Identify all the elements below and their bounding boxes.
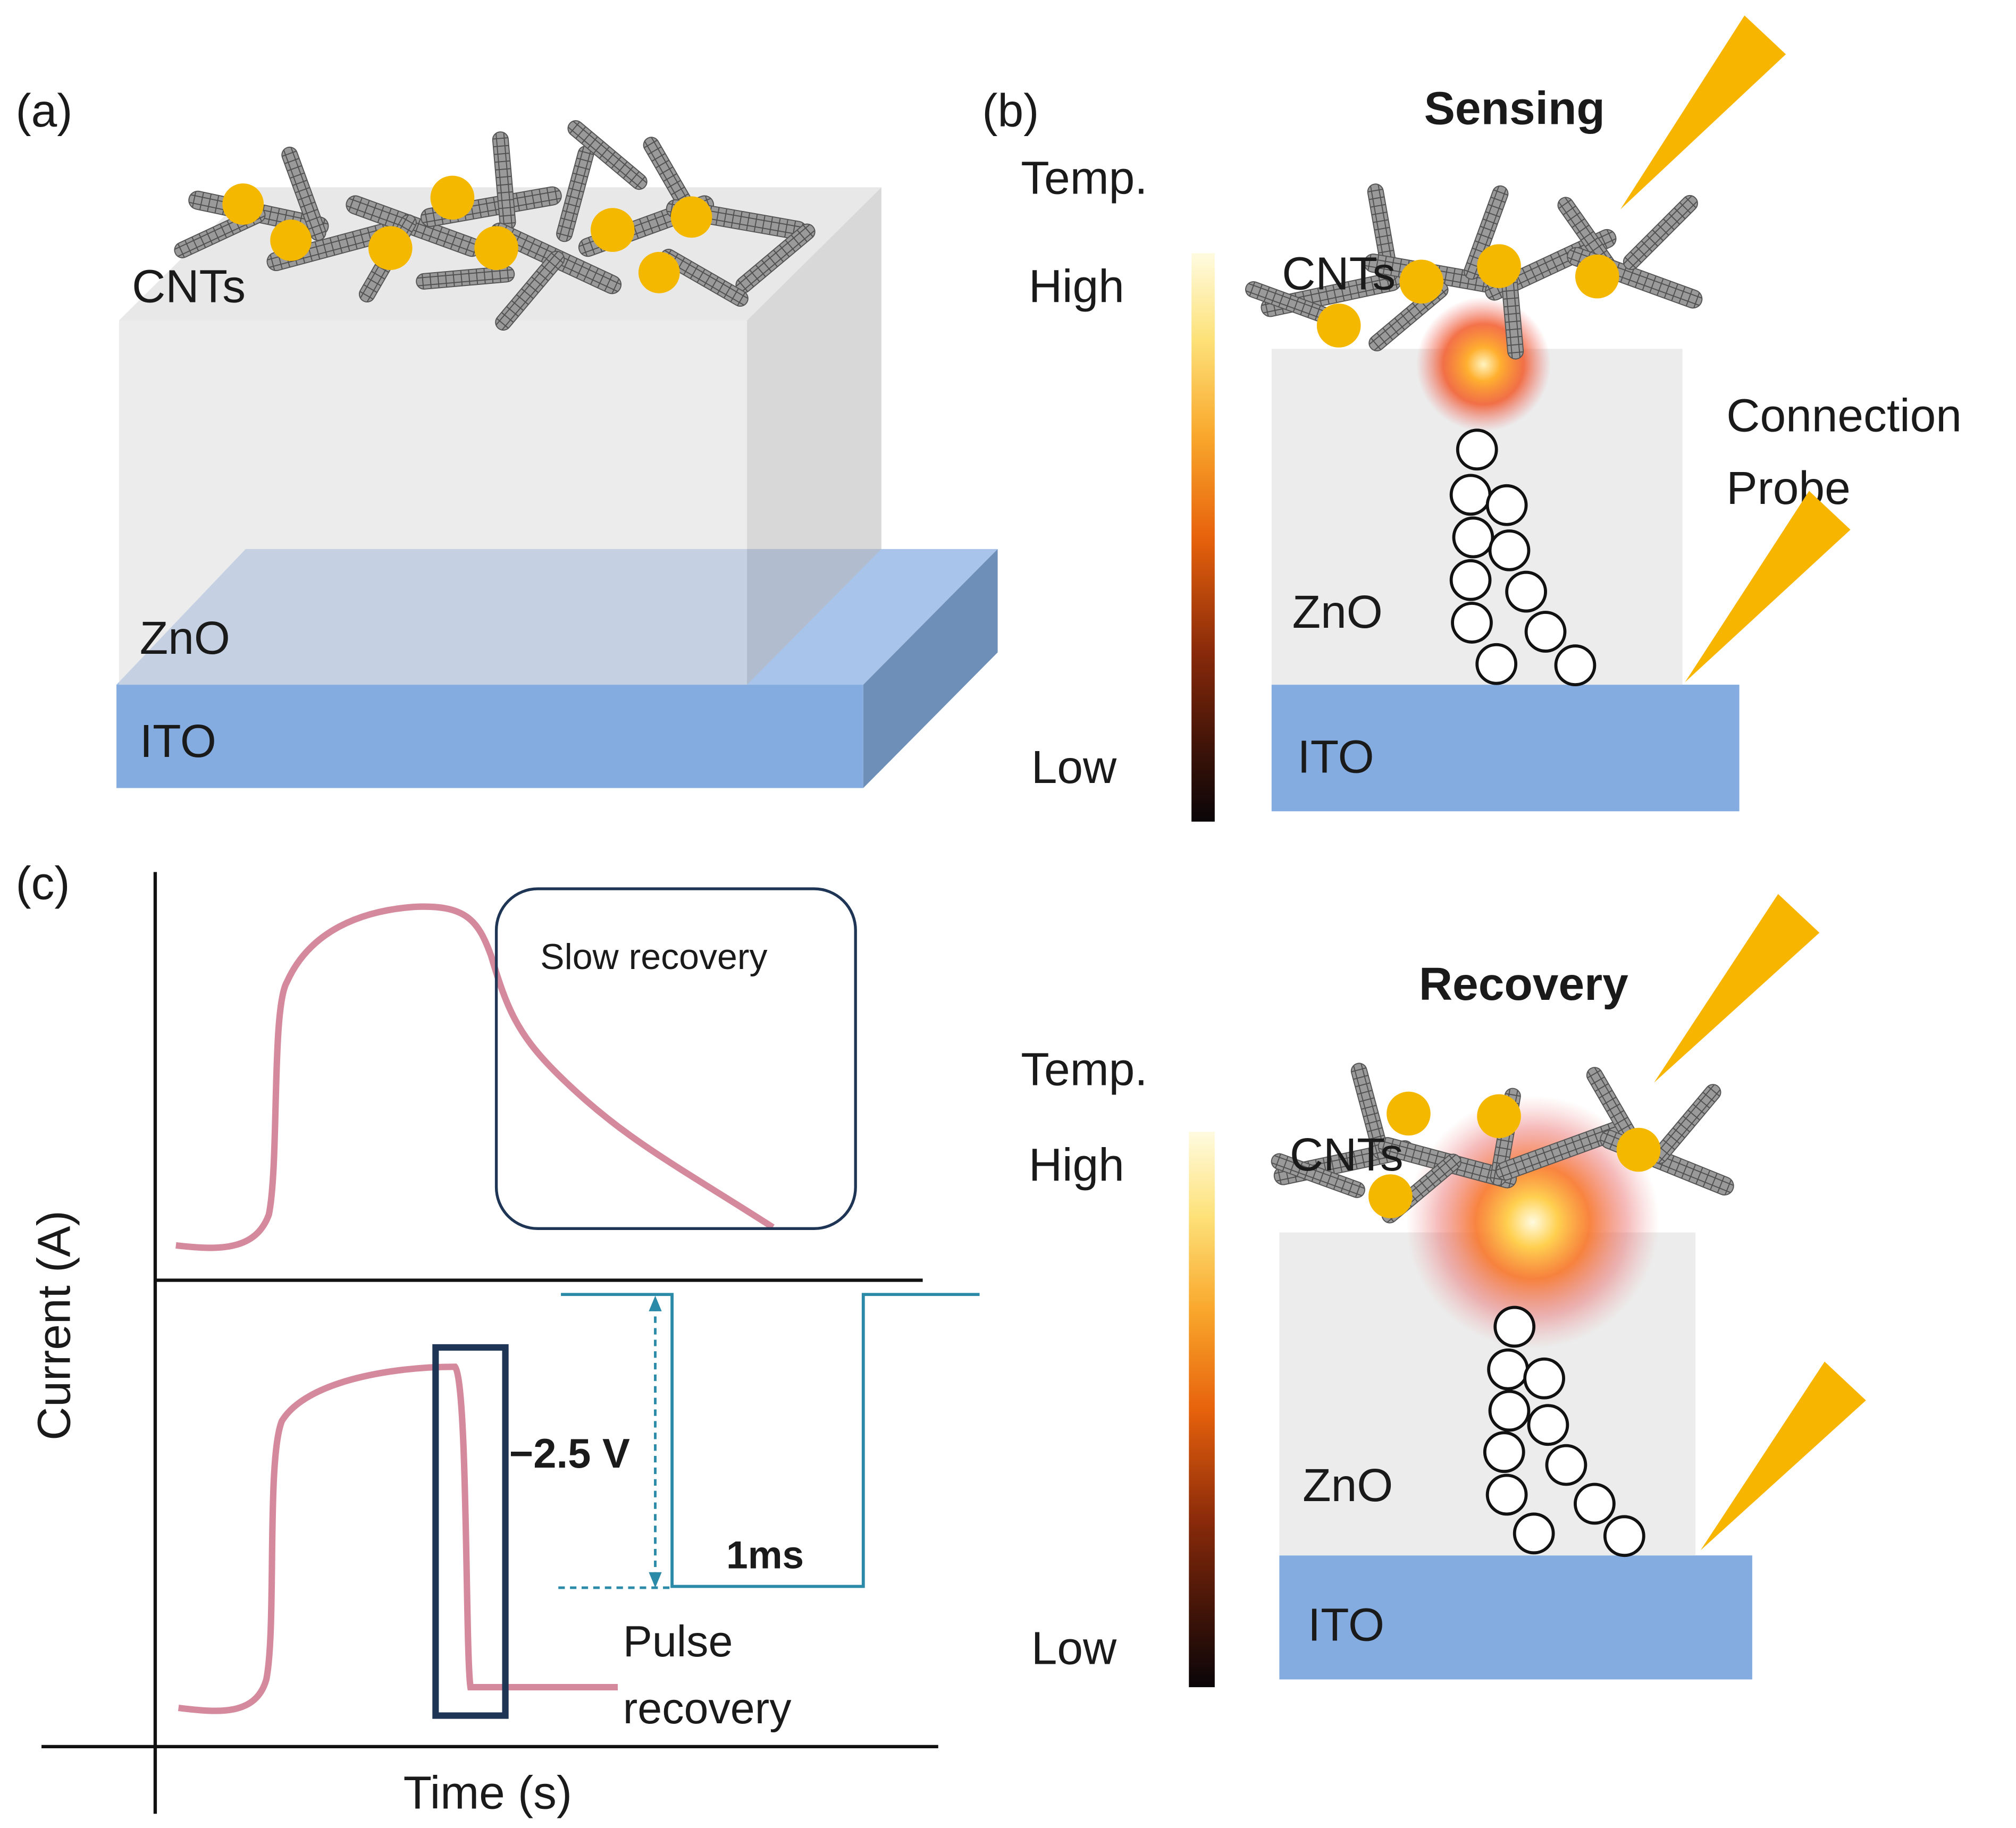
- panel-c-label: (c): [15, 857, 70, 909]
- panel-a-cnts-label: CNTs: [132, 260, 246, 313]
- recovery-low-label: Low: [1031, 1622, 1117, 1674]
- sensing-temp-label: Temp.: [1021, 152, 1147, 204]
- zno-side-face: [747, 187, 881, 685]
- pulse-arrow-head-top: [649, 1295, 662, 1311]
- sensing-temperature-colorbar: [1191, 253, 1215, 822]
- sensing-title: Sensing: [1424, 82, 1605, 134]
- pulse-recovery-current-curve: [178, 1363, 618, 1714]
- pulse-window-box: [432, 1344, 509, 1719]
- sensing-nanoparticles: [1316, 244, 1619, 348]
- probe-label-line2: Probe: [1726, 462, 1850, 514]
- ito-front-face: [116, 685, 863, 788]
- zno-front-face: [119, 320, 747, 685]
- sensing-ito-layer: [1271, 685, 1740, 812]
- pulse-recovery-label-line1: Pulse: [623, 1616, 733, 1666]
- recovery-top-probe: [1654, 894, 1820, 1083]
- recovery-ito-layer: [1279, 1555, 1752, 1680]
- recovery-zno-label: ZnO: [1303, 1459, 1393, 1511]
- recovery-title: Recovery: [1419, 958, 1628, 1010]
- recovery-ito-label: ITO: [1308, 1599, 1384, 1651]
- recovery-temperature-colorbar: [1189, 1132, 1215, 1688]
- panel-a-device: [116, 187, 998, 788]
- panel-c-axes: [41, 872, 938, 1814]
- slow-recovery-current-curve: [175, 903, 775, 1251]
- sensing-oxygen-vacancy-chain: [1449, 428, 1597, 687]
- voltage-pulse-waveform: [561, 1293, 980, 1588]
- pulse-arrow-head-bottom: [649, 1572, 662, 1588]
- y-axis-label: Current (A): [28, 1210, 80, 1441]
- recovery-oxygen-vacancy-chain: [1483, 1305, 1645, 1557]
- sensing-high-label: High: [1029, 260, 1124, 313]
- pulse-recovery-label-line2: recovery: [623, 1683, 792, 1733]
- panel-a-zno-label: ZnO: [140, 612, 230, 664]
- pulse-width-label: 1ms: [726, 1534, 804, 1577]
- panel-b-label: (b): [982, 85, 1039, 137]
- recovery-temp-label: Temp.: [1021, 1043, 1147, 1096]
- sensing-ito-label: ITO: [1297, 730, 1374, 782]
- recovery-bottom-probe: [1700, 1361, 1866, 1551]
- sensing-bottom-probe: [1685, 491, 1851, 683]
- panel-a-label: (a): [15, 85, 72, 137]
- pulse-voltage-label: −2.5 V: [509, 1431, 630, 1477]
- sensing-low-label: Low: [1031, 741, 1117, 793]
- panel-a-ito-label: ITO: [140, 715, 216, 767]
- panel-a-nanoparticles: [222, 175, 712, 293]
- recovery-high-label: High: [1029, 1139, 1124, 1191]
- sensing-hot-spot: [1416, 297, 1551, 432]
- slow-recovery-box: [494, 887, 857, 1230]
- recovery-nanoparticles: [1368, 1091, 1661, 1218]
- probe-label-line1: Connection: [1726, 390, 1962, 442]
- x-axis-label: Time (s): [404, 1767, 572, 1819]
- sensing-top-probe: [1620, 15, 1786, 209]
- sensing-cnts-label: CNTs: [1282, 247, 1396, 299]
- sensing-zno-label: ZnO: [1292, 586, 1383, 638]
- ito-side-face: [863, 549, 998, 788]
- slow-recovery-label: Slow recovery: [540, 937, 767, 977]
- recovery-cnts-label: CNTs: [1290, 1128, 1404, 1181]
